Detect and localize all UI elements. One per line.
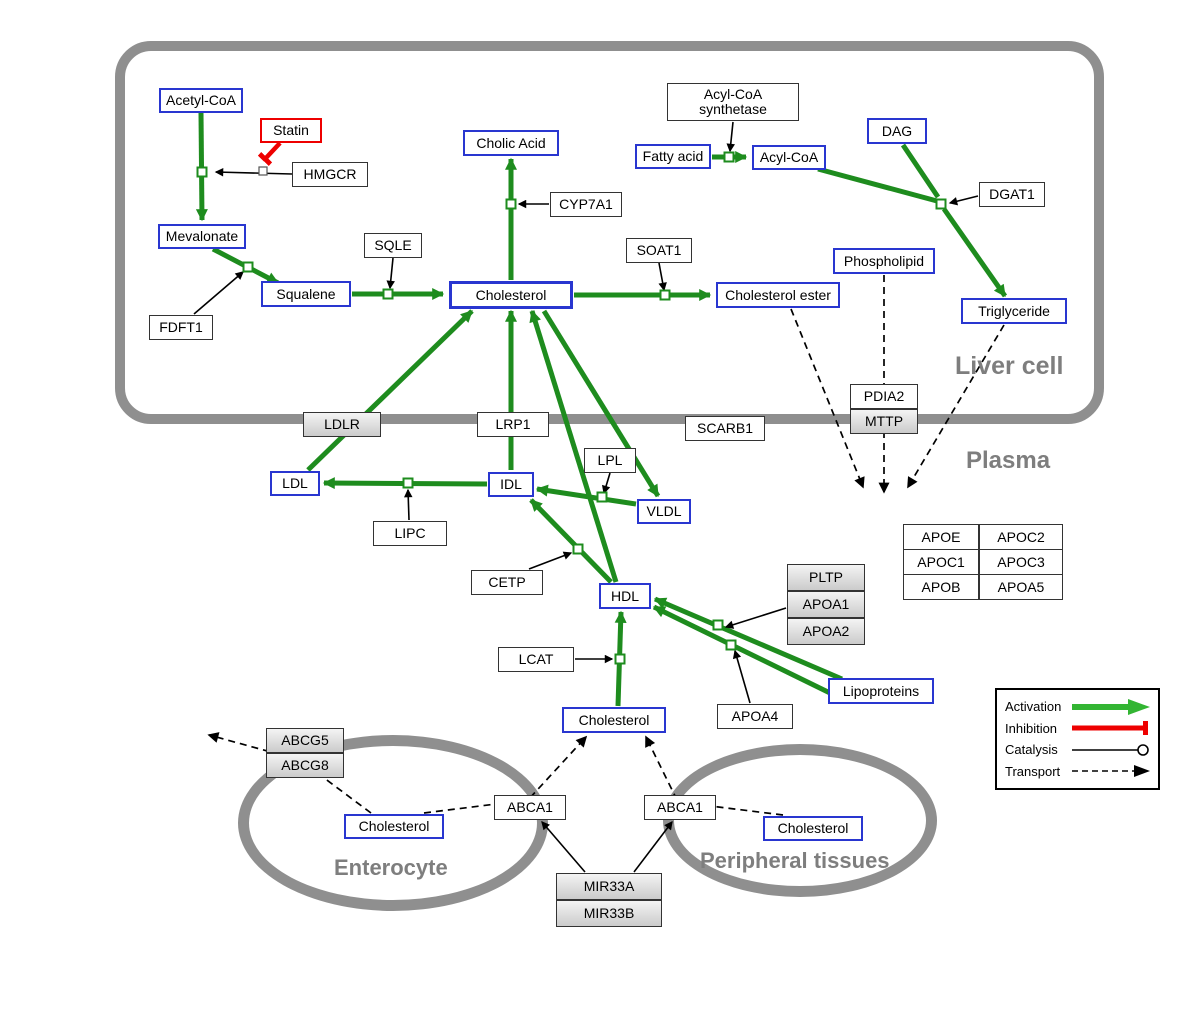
node-dag[interactable]: DAG: [867, 118, 927, 144]
node-abcg8[interactable]: ABCG8: [266, 752, 344, 778]
node-apoa5[interactable]: APOA5: [979, 574, 1063, 600]
edge-idl-to-ldl: [322, 477, 488, 490]
plasma-label: Plasma: [966, 447, 1051, 474]
reaction-node-lipoproteins-to-hdl-upper: [712, 619, 724, 631]
node-apoc3[interactable]: APOC3: [979, 549, 1063, 575]
node-idl[interactable]: IDL: [488, 471, 534, 497]
legend-inhibition-label: Inhibition: [1005, 720, 1058, 736]
node-lrp1[interactable]: LRP1: [477, 411, 549, 437]
node-ldl[interactable]: LDL: [270, 470, 320, 496]
node-sqle[interactable]: SQLE: [364, 232, 422, 258]
node-cholesterol-plasma[interactable]: Cholesterol: [562, 707, 666, 733]
legend-row-inhibition: Inhibition: [1005, 719, 1150, 738]
node-pdia2[interactable]: PDIA2: [850, 383, 918, 409]
node-triglyceride[interactable]: Triglyceride: [961, 298, 1067, 324]
node-acyl-coa-synthetase[interactable]: Acyl-CoA synthetase: [667, 83, 799, 121]
node-ldlr[interactable]: LDLR: [303, 411, 381, 437]
node-vldl[interactable]: VLDL: [637, 498, 691, 524]
node-apoa2[interactable]: APOA2: [787, 617, 865, 645]
edge-cholesterol-to-hdl: [614, 610, 627, 707]
activation-arrow-icon: [1072, 698, 1150, 715]
edge-mir33-to-abca1-left: [541, 821, 586, 873]
node-pltp[interactable]: PLTP: [787, 563, 865, 591]
reaction-node-vldl-to-idl: [596, 491, 608, 503]
legend-row-transport: Transport: [1005, 762, 1150, 781]
edge-hdl-to-idl: [529, 498, 613, 584]
node-abca1-peripheral[interactable]: ABCA1: [644, 794, 716, 820]
legend-row-catalysis: Catalysis: [1005, 740, 1150, 759]
reaction-node-idl-to-ldl: [402, 477, 414, 489]
node-mttp[interactable]: MTTP: [850, 408, 918, 434]
legend-activation-label: Activation: [1005, 699, 1062, 714]
node-scarb1[interactable]: SCARB1: [685, 415, 765, 441]
node-lipc[interactable]: LIPC: [373, 520, 447, 546]
node-cetp[interactable]: CETP: [471, 569, 543, 595]
legend-transport-label: Transport: [1005, 763, 1061, 779]
edge-apoa4-catalysis: [732, 649, 751, 704]
node-mir33b[interactable]: MIR33B: [556, 899, 662, 927]
node-soat1[interactable]: SOAT1: [626, 237, 692, 263]
edge-vldl-to-idl: [535, 484, 637, 507]
node-apoa4[interactable]: APOA4: [717, 703, 793, 729]
node-lpl[interactable]: LPL: [584, 447, 636, 473]
node-fatty-acid[interactable]: Fatty acid: [635, 143, 711, 169]
legend-catalysis-label: Catalysis: [1005, 742, 1058, 758]
node-lcat[interactable]: LCAT: [498, 646, 574, 672]
reaction-node-hdl-to-idl: [572, 543, 584, 555]
node-hdl[interactable]: HDL: [599, 583, 651, 609]
node-cholic-acid[interactable]: Cholic Acid: [463, 130, 559, 156]
enterocyte-label: Enterocyte: [334, 855, 448, 880]
node-cholesterol-enterocyte[interactable]: Cholesterol: [344, 813, 444, 839]
legend-row-activation: Activation: [1005, 697, 1150, 716]
transport-dashed-arrow-icon: [1072, 765, 1150, 778]
reaction-node-cholesterol-to-hdl: [614, 653, 626, 665]
edge-apoa-complex-catalysis: [724, 607, 787, 629]
node-apoe[interactable]: APOE: [903, 524, 979, 550]
peripheral-tissues-label: Peripheral tissues: [700, 848, 890, 873]
node-cyp7a1[interactable]: CYP7A1: [550, 191, 622, 217]
liver-cell-label: Liver cell: [955, 352, 1064, 380]
node-apoa1[interactable]: APOA1: [787, 590, 865, 618]
node-mevalonate[interactable]: Mevalonate: [158, 223, 246, 249]
node-lipoproteins[interactable]: Lipoproteins: [828, 678, 934, 704]
node-acyl-coa[interactable]: Acyl-CoA: [752, 144, 826, 170]
edge-cetp-catalysis: [528, 551, 573, 570]
node-dgat1[interactable]: DGAT1: [979, 181, 1045, 207]
legend: Activation Inhibition Catalysis Transpor…: [995, 688, 1160, 790]
node-fdft1[interactable]: FDFT1: [149, 314, 213, 340]
node-acetyl-coa[interactable]: Acetyl-CoA: [159, 87, 243, 113]
node-cholesterol-peripheral[interactable]: Cholesterol: [763, 815, 863, 841]
node-apoc1[interactable]: APOC1: [903, 549, 979, 575]
node-apoc2[interactable]: APOC2: [979, 524, 1063, 550]
edge-lpl-catalysis: [602, 472, 611, 495]
inhibition-tbar-icon: [1072, 721, 1148, 736]
node-statin[interactable]: Statin: [260, 117, 322, 143]
catalysis-circle-icon: [1072, 744, 1149, 756]
node-hmgcr[interactable]: HMGCR: [292, 161, 368, 187]
node-abca1-enterocyte[interactable]: ABCA1: [494, 794, 566, 820]
node-phospholipid[interactable]: Phospholipid: [833, 248, 935, 274]
node-cholesterol-liver[interactable]: Cholesterol: [449, 281, 573, 309]
reaction-node-lipoproteins-to-hdl-lower: [725, 639, 737, 651]
peripheral-tissues-compartment: [663, 744, 937, 897]
node-apob[interactable]: APOB: [903, 574, 979, 600]
node-squalene[interactable]: Squalene: [261, 281, 351, 307]
node-abcg5[interactable]: ABCG5: [266, 727, 344, 753]
node-mir33a[interactable]: MIR33A: [556, 872, 662, 900]
edge-lipc-catalysis: [403, 488, 413, 521]
node-cholesterol-ester[interactable]: Cholesterol ester: [716, 282, 840, 308]
